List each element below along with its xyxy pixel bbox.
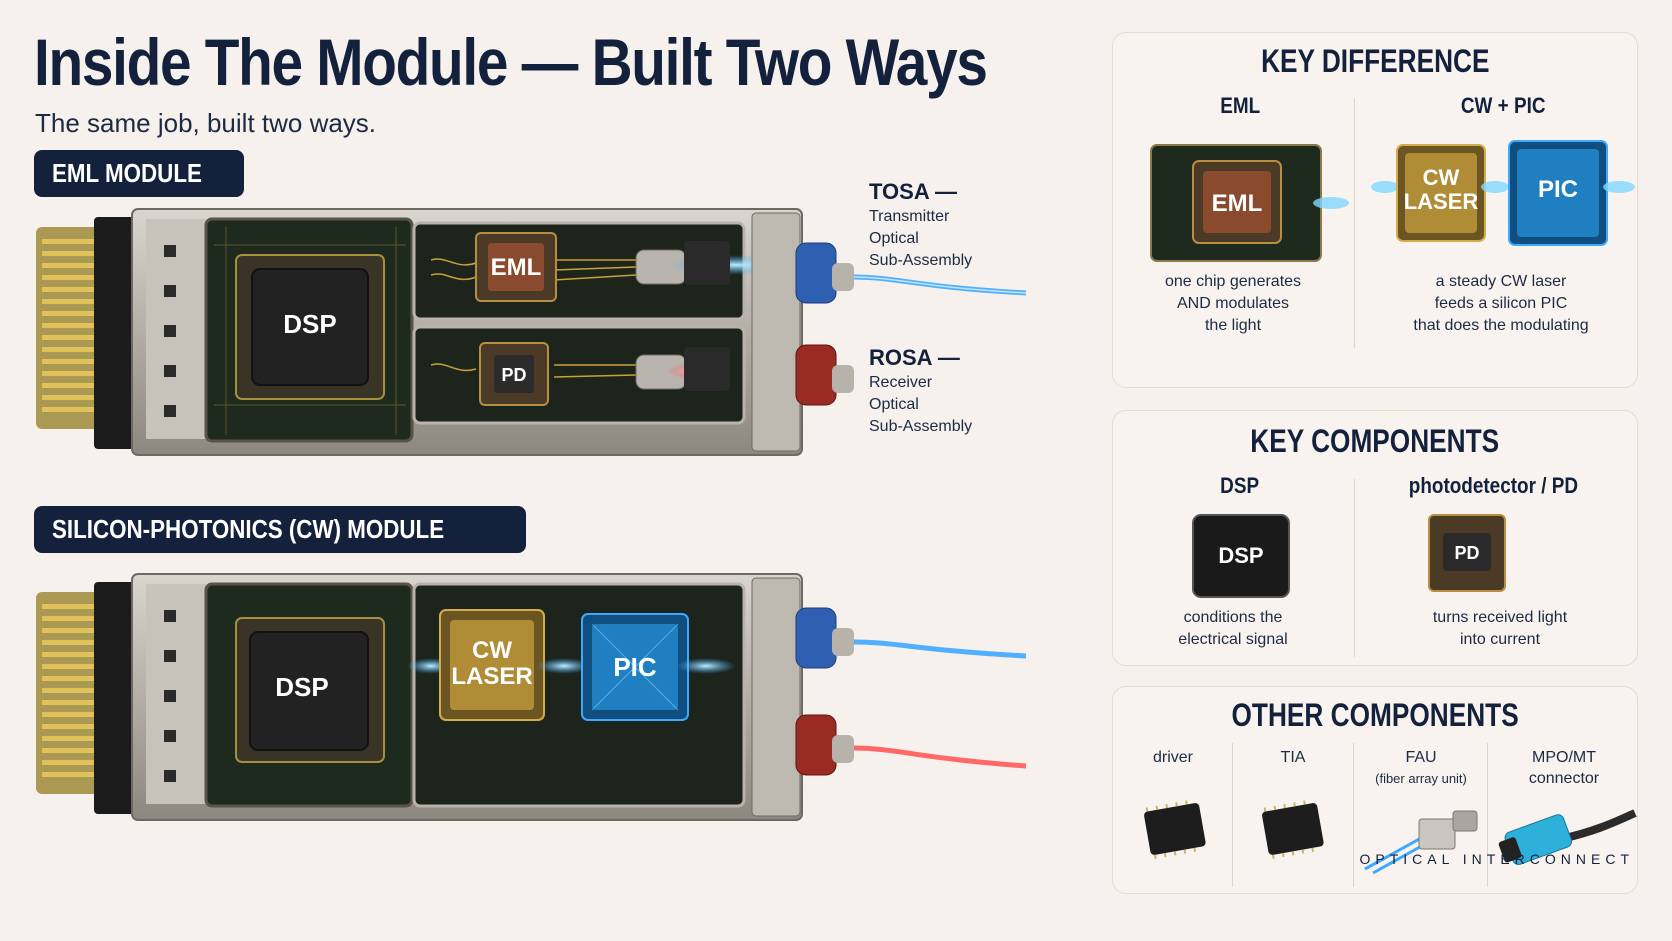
sip-module-badge: SILICON-PHOTONICS (CW) MODULE [34, 506, 526, 553]
key-difference-card: KEY DIFFERENCE EML CW + PIC EML one chip… [1112, 32, 1638, 388]
rosa-label: ROSA — Receiver Optical Sub-Assembly [869, 345, 973, 435]
eml-module-illustration: DSP EML PD [36, 208, 1027, 456]
other-components-card: OTHER COMPONENTS driver TIA FAU (fiber a… [1112, 686, 1638, 894]
key-components-card: KEY COMPONENTS DSP photodetector / PD DS… [1112, 410, 1638, 666]
driver-chip-icon [1144, 800, 1206, 859]
svg-text:PIC: PIC [1538, 176, 1578, 203]
dsp-chip-icon: DSP [1192, 514, 1290, 598]
mpo-label: MPO/MT connector [1528, 749, 1600, 787]
edge-connector-pins [42, 239, 100, 412]
driver-label: driver [1152, 749, 1193, 766]
eml-description: one chip generates AND modulates the lig… [1164, 273, 1302, 334]
mpo-connector-icon [1498, 809, 1637, 865]
key-components-title: KEY COMPONENTS [1250, 423, 1500, 459]
eml-col-head: EML [1220, 93, 1261, 118]
cwpic-col-head: CW + PIC [1460, 93, 1546, 118]
tia-label: TIA [1280, 749, 1306, 766]
footer-brand: OPTICAL INTERCONNECT [1359, 851, 1634, 867]
fau-label: FAU (fiber array unit) [1375, 749, 1467, 786]
sip-dsp-chip-label: DSP [275, 672, 328, 702]
svg-text:EML: EML [1212, 190, 1263, 217]
cwpic-chip-icon: CW LASER PIC [1371, 140, 1635, 246]
tia-chip-icon [1262, 800, 1324, 859]
svg-text:LASER: LASER [1404, 189, 1479, 214]
fiber-array-icon [1364, 810, 1478, 875]
pd-col-head: photodetector / PD [1408, 473, 1578, 498]
page-subtitle: The same job, built two ways. [35, 108, 377, 138]
sip-pic-label: PIC [613, 652, 657, 682]
eml-module-badge: EML MODULE [34, 150, 245, 197]
sip-module-illustration: DSP CW LASER PIC [36, 573, 1027, 821]
svg-text:DSP: DSP [1218, 543, 1263, 568]
svg-text:PD: PD [1454, 543, 1479, 563]
sip-cw-label: CW [472, 637, 512, 664]
cwpic-description: a steady CW laser feeds a silicon PIC th… [1413, 273, 1589, 334]
dsp-col-head: DSP [1220, 473, 1260, 498]
pd-chip-label: PD [501, 365, 526, 385]
other-components-title: OTHER COMPONENTS [1231, 697, 1519, 733]
eml-dsp-chip-label: DSP [283, 309, 336, 339]
tosa-label: TOSA — Transmitter Optical Sub-Assembly [869, 179, 973, 269]
page-title: Inside The Module — Built Two Ways [34, 25, 988, 99]
pd-description: turns received light into current [1432, 609, 1568, 648]
pd-chip-icon: PD [1428, 514, 1506, 592]
eml-chip-label: EML [491, 254, 542, 281]
sip-laser-label-text: LASER [451, 663, 532, 690]
key-difference-title: KEY DIFFERENCE [1260, 43, 1490, 79]
svg-text:CW: CW [1423, 165, 1460, 190]
dsp-description: conditions the electrical signal [1178, 609, 1288, 648]
eml-chip-icon: EML [1150, 144, 1349, 262]
